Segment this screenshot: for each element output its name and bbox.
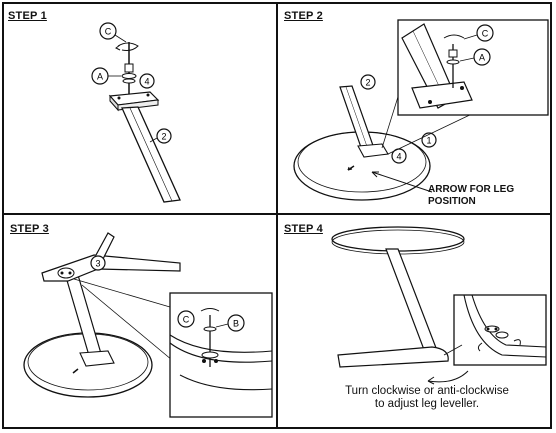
part-label-2: 2	[365, 78, 370, 88]
step-1-panel: STEP 1 C A 4 2	[4, 4, 276, 213]
horizontal-divider	[2, 213, 552, 215]
part-label-2: 2	[161, 132, 166, 142]
vertical-divider	[276, 2, 278, 429]
step-1-title: STEP 1	[8, 10, 47, 22]
step-3-panel: STEP 3 3 C B	[4, 215, 276, 427]
step-4-title: STEP 4	[284, 223, 323, 235]
step-3-illustration: 3 C B	[23, 232, 273, 418]
part-label-c: C	[105, 27, 112, 37]
step-2-title: STEP 2	[284, 10, 323, 22]
step-2-panel: STEP 2 2 4 1	[278, 4, 552, 213]
step-3-title: STEP 3	[10, 223, 49, 235]
step-4-caption: Turn clockwise or anti-clockwise to adju…	[312, 385, 542, 411]
step-4-illustration	[331, 226, 547, 385]
part-label-4: 4	[396, 152, 401, 162]
part-label-c: C	[183, 315, 190, 325]
caption-line-2: to adjust leg leveller.	[374, 398, 480, 410]
part-label-b: B	[233, 319, 239, 329]
step-4-panel: STEP 4 Turn clockwise or anti-clockwise …	[278, 215, 552, 427]
step-1-illustration: C A 4 2	[91, 22, 181, 203]
step-2-illustration: 2 4 1 C A	[293, 19, 549, 201]
caption-line-1: Turn clockwise or anti-clockwise	[345, 385, 509, 397]
part-label-1: 1	[426, 136, 431, 146]
callout-line-2: POSITION	[428, 196, 476, 207]
part-label-c: C	[482, 29, 489, 39]
callout-line-1: ARROW FOR LEG	[428, 184, 515, 195]
part-label-a: A	[479, 53, 485, 63]
part-label-4: 4	[144, 77, 149, 87]
leg-position-callout: ARROW FOR LEG POSITION	[428, 184, 514, 208]
part-label-a: A	[97, 72, 103, 82]
part-label-3: 3	[95, 259, 100, 269]
